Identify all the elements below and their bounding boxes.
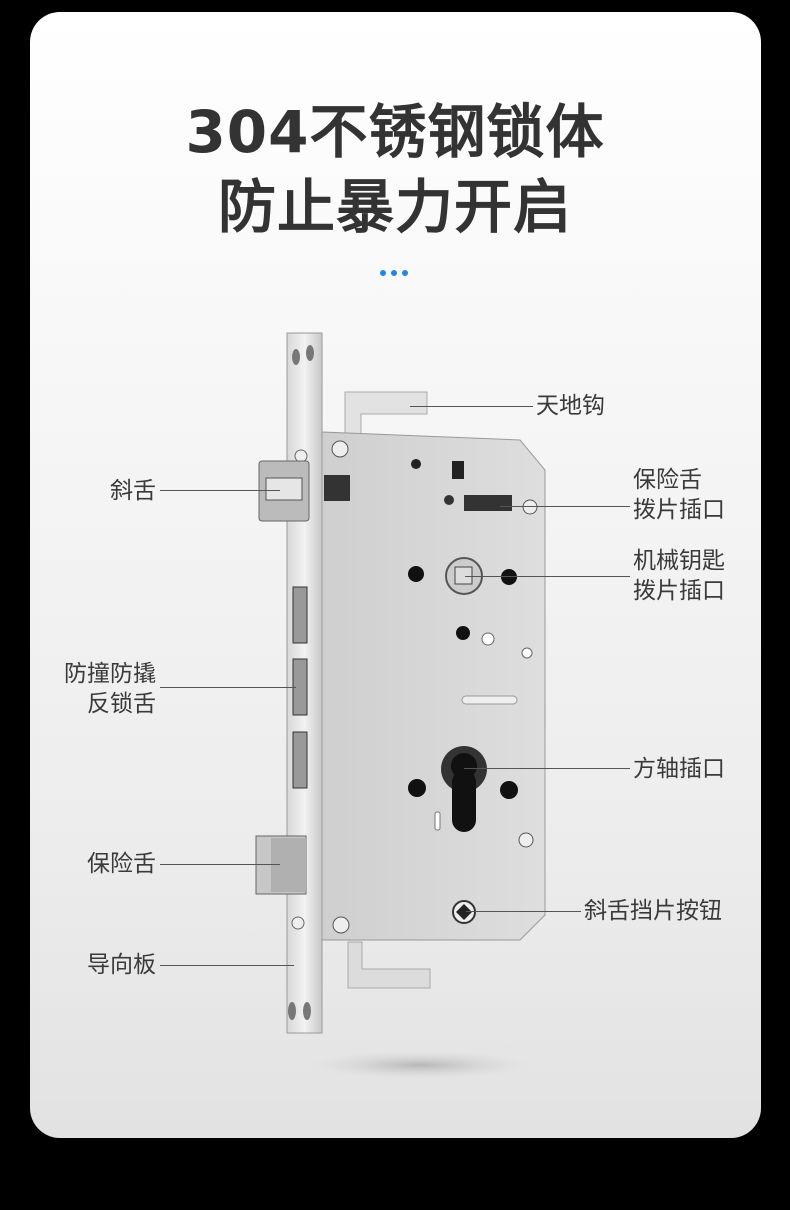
ellipsis-icon	[380, 270, 408, 276]
label-safety-bolt: 保险舌	[87, 851, 156, 877]
label-sky-ground-hook: 天地钩	[536, 393, 605, 419]
label-latch-button: 斜舌挡片按钮	[584, 898, 722, 924]
leader-line	[160, 687, 296, 688]
leader-line	[160, 864, 280, 865]
leader-line	[160, 490, 280, 491]
label-guide-plate: 导向板	[87, 952, 156, 978]
label-key-slot: 机械钥匙拨片插口	[633, 548, 725, 604]
title-line-1: 304不锈钢锁体	[185, 98, 605, 166]
leader-line	[466, 911, 581, 912]
leader-line	[464, 768, 630, 769]
label-latch: 斜舌	[110, 478, 156, 504]
leader-line	[160, 965, 294, 966]
leader-line	[465, 576, 630, 577]
leader-line	[410, 406, 533, 407]
label-anti-pry-bolt: 防撞防撬反锁舌	[64, 661, 156, 717]
label-square-shaft: 方轴插口	[633, 756, 725, 782]
title-line-2: 防止暴力开启	[217, 173, 572, 241]
label-safety-bolt-slot: 保险舌拨片插口	[633, 467, 725, 523]
leader-line	[500, 506, 630, 507]
